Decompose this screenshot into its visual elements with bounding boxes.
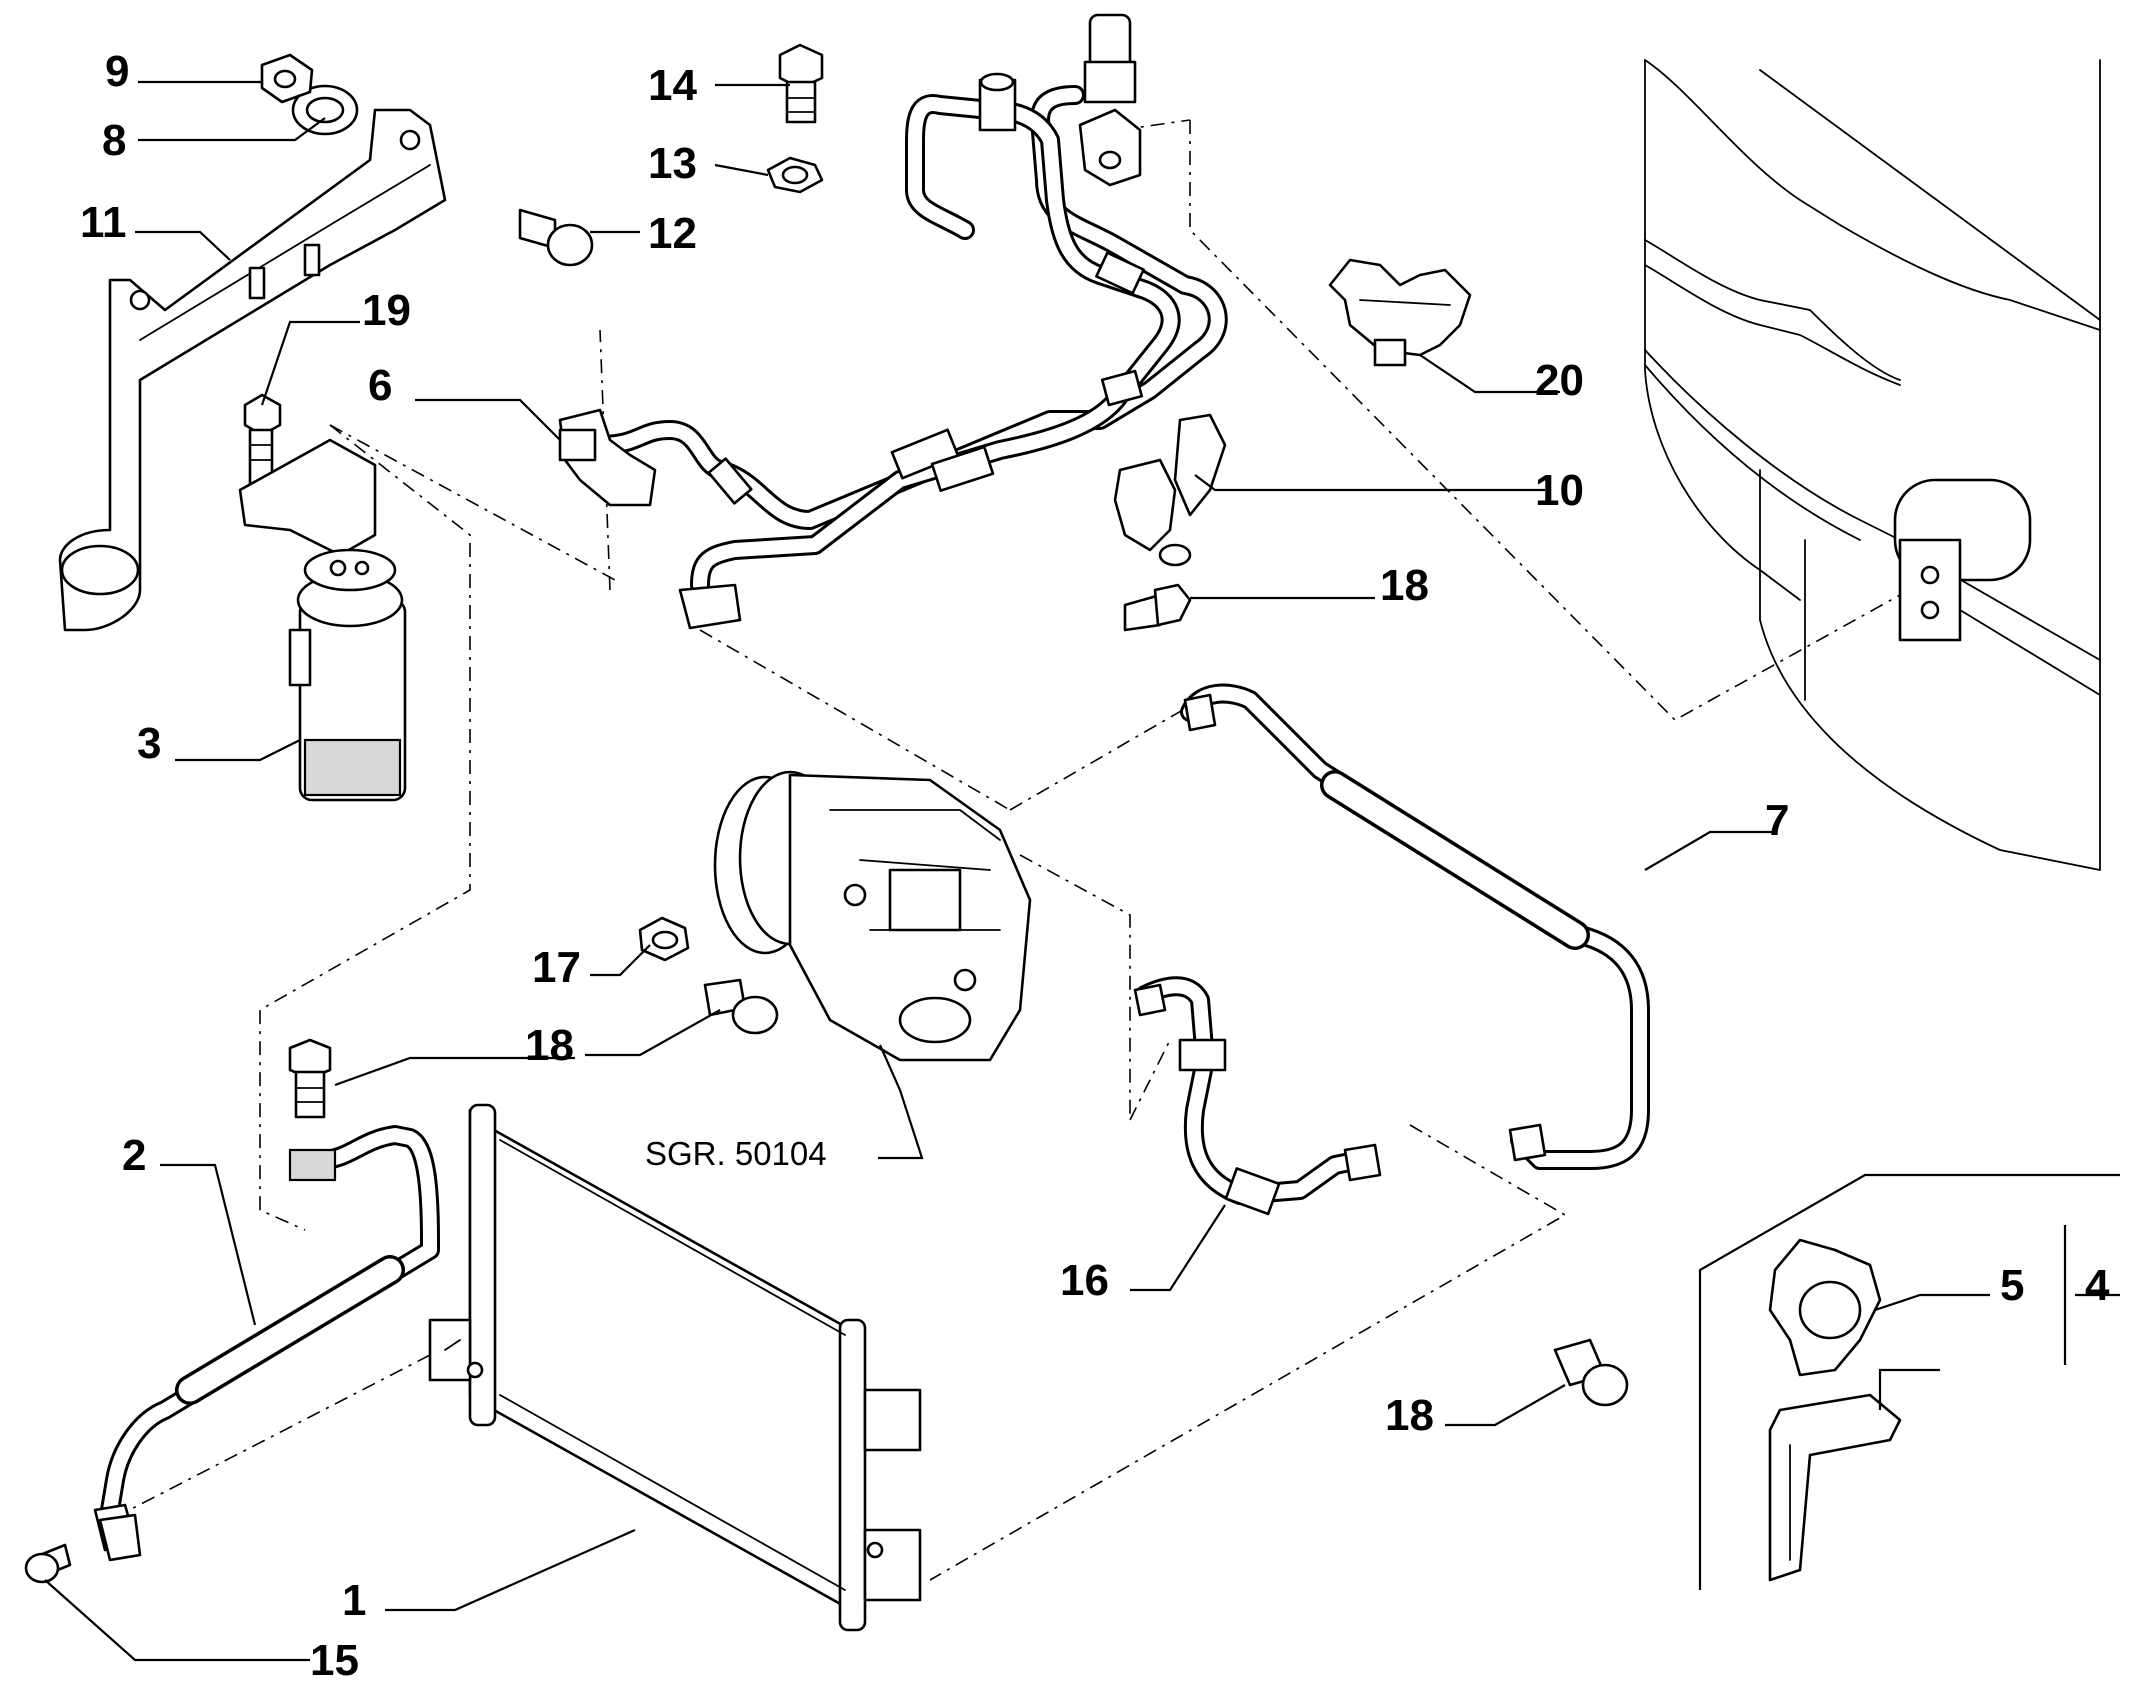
callout-18-upper: 18	[1380, 561, 1429, 610]
compressor	[713, 770, 1032, 1062]
callout-7: 7	[1765, 796, 1789, 845]
bolt-part-18-left	[288, 1038, 332, 1119]
clip-part-10	[1113, 413, 1227, 567]
washer-part-8	[291, 84, 359, 136]
callout-6: 6	[368, 361, 392, 410]
bolt-part-12	[518, 208, 594, 267]
bolt-part-18-mid	[703, 978, 779, 1035]
discharge-hose	[1180, 683, 1650, 1170]
callout-18-lower: 18	[1385, 1391, 1434, 1440]
nut-part-17	[638, 916, 690, 962]
bolt-part-18-lower-right	[1553, 1338, 1629, 1407]
bolt-part-14	[778, 43, 824, 124]
callout-16: 16	[1060, 1256, 1109, 1305]
callout-9: 9	[105, 47, 129, 96]
callout-19: 19	[362, 286, 411, 335]
callout-15: 15	[310, 1636, 359, 1685]
callout-17: 17	[532, 943, 581, 992]
receiver-drier-part-3	[238, 438, 407, 802]
suction-hose-part-16	[1133, 976, 1382, 1216]
hose-assembly-part-6	[558, 13, 1228, 630]
reference-label: SGR. 50104	[645, 1135, 827, 1172]
callout-12: 12	[648, 209, 697, 258]
nut-part-9	[260, 53, 314, 104]
callout-5: 5	[2000, 1261, 2024, 1310]
callout-10: 10	[1535, 466, 1584, 515]
nut-part-13	[766, 156, 824, 194]
callout-14: 14	[648, 61, 697, 110]
bolt-part-15	[24, 1543, 72, 1584]
callout-1: 1	[342, 1576, 366, 1625]
callout-3: 3	[137, 719, 161, 768]
liquid-line-part-2	[93, 1125, 440, 1562]
callout-18-mid: 18	[525, 1021, 574, 1070]
callout-13: 13	[648, 139, 697, 188]
callout-numbers: 9 8 11 19 6 3 14 13 12 20 10 18 7 17 18 …	[80, 47, 2110, 1685]
callout-20: 20	[1535, 356, 1584, 405]
callout-8: 8	[102, 116, 126, 165]
callout-4: 4	[2085, 1261, 2110, 1310]
callout-2: 2	[122, 1131, 146, 1180]
bolt-part-18-upper	[1123, 583, 1192, 632]
bracket-kit-part-4	[1698, 1173, 2120, 1590]
vehicle-body-panel	[1644, 59, 2101, 871]
bolt-part-19	[243, 393, 282, 487]
pressure-sensor-part-20	[1328, 258, 1472, 367]
leader-lines	[44, 80, 2120, 1662]
bracket-part-5	[1768, 1238, 1902, 1582]
condenser-part-1	[428, 1103, 922, 1632]
callout-11: 11	[80, 198, 127, 247]
mounting-bracket-part-11	[58, 108, 447, 632]
